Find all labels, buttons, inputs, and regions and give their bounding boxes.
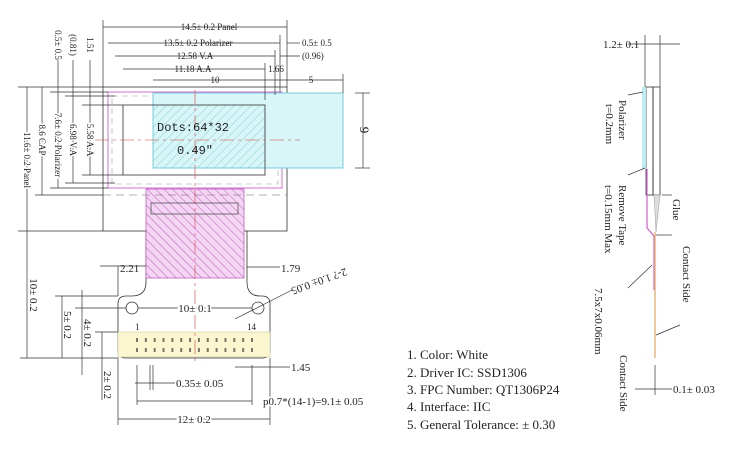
dim-right-0-96: (0.96): [302, 51, 324, 61]
label-remove-tape: Remove Tape: [616, 185, 628, 246]
contact-pin: [153, 348, 156, 352]
pin-label-1: 1: [135, 322, 140, 332]
label-tape-thickness: t=0.15mm Max: [602, 185, 614, 254]
contact-pin: [242, 348, 245, 352]
contact-pin: [153, 338, 156, 342]
contact-pin: [224, 338, 227, 342]
contact-pin: [242, 338, 245, 342]
dim-cap-height: 8.6 CAP: [37, 124, 47, 155]
contact-pin: [251, 348, 253, 352]
front-view: Dots:64*32 0.49" 14.5± 0.2 Panel 13.5± 0…: [18, 20, 372, 428]
contact-pin: [180, 338, 183, 342]
mounting-hole-right: [251, 301, 265, 315]
contact-pin: [136, 338, 138, 342]
dim-thickness: 1.2± 0.1: [603, 39, 639, 51]
pin-label-14: 14: [247, 322, 257, 332]
side-polarizer: [642, 87, 646, 169]
dim-2-0-2: 2± 0.2: [101, 371, 113, 399]
dim-pitch: p0.7*(14-1)=9.1± 0.05: [263, 396, 364, 408]
dim-1-66: 1.66: [268, 64, 284, 74]
mounting-hole-left: [125, 301, 139, 315]
dim-10: 10: [211, 75, 221, 85]
label-polarizer-thickness: t=0.2mm: [603, 104, 615, 145]
dim-panel-width: 14.5± 0.2 Panel: [181, 22, 238, 32]
label-polarizer: Polarizer: [616, 100, 628, 140]
fpc-outline: [117, 231, 271, 359]
dim-9: 9: [357, 127, 372, 134]
contact-pin: [215, 338, 218, 342]
contact-pin: [197, 338, 200, 342]
contact-pin: [171, 348, 174, 352]
dim-right-0-5: 0.5± 0.5: [302, 38, 332, 48]
label-contact-side-2: Contact Side: [617, 355, 629, 412]
dim-5-0-2: 5± 0.2: [61, 311, 73, 339]
notes: 1. Color: White 2. Driver IC: SSD1306 3.…: [407, 347, 560, 432]
fpc-bond-area: [150, 202, 239, 215]
contact-pin: [171, 338, 174, 342]
note-fpc-number: 3. FPC Number: QT1306P24: [407, 382, 560, 397]
dim-fpc-thickness: 0.1± 0.03: [673, 384, 715, 396]
contact-pin: [233, 338, 236, 342]
dim-1-45: 1.45: [291, 362, 311, 374]
contact-pin: [251, 338, 253, 342]
contact-area: [117, 331, 271, 358]
active-area-hatch: [153, 105, 265, 168]
dots-label: Dots:64*32: [157, 121, 229, 135]
note-interface: 4. Interface: IIC: [407, 399, 490, 414]
note-color: 1. Color: White: [407, 347, 488, 362]
dim-board-width: 12± 0.2: [177, 414, 211, 426]
note-driver: 2. Driver IC: SSD1306: [407, 365, 527, 380]
dim-pin-width: 0.35± 0.05: [176, 378, 224, 390]
contact-pin: [162, 338, 165, 342]
contact-pin: [180, 348, 183, 352]
left-dimension-lines: [18, 60, 123, 232]
dim-4-0-2: 4± 0.2: [81, 319, 93, 347]
contact-pin: [136, 348, 138, 352]
dim-tail-length: 10± 0.2: [27, 278, 39, 312]
label-contact-side-1: Contact Side: [680, 246, 692, 303]
fpc-side-pink: [646, 169, 655, 290]
size-label: 0.49": [177, 144, 213, 158]
dim-left-1-51: 1.51: [85, 37, 95, 53]
dim-polarizer-width: 13.5± 0.2 Polarizer: [164, 38, 233, 48]
glue: [653, 194, 661, 233]
glass-back: [652, 86, 661, 196]
label-glue: Glue: [670, 199, 682, 221]
dim-panel-height: 11.6± 0.2 Panel: [22, 132, 32, 189]
label-tape-size: 7.5x7x0.06mm: [592, 288, 604, 355]
contact-pin: [189, 348, 192, 352]
fpc-dimension-lines: [20, 231, 293, 425]
dim-5: 5: [309, 75, 314, 85]
contact-pin: [224, 348, 227, 352]
dim-polarizer-height: 7.6± 0.2 Polarizer: [53, 113, 63, 177]
dim-1-79: 1.79: [281, 263, 301, 275]
dim-va-height: 6.98 V.A: [68, 124, 78, 156]
dim-2-21: 2.21: [120, 263, 139, 275]
dim-va-width: 12.58 V.A: [177, 51, 214, 61]
contact-pin: [215, 348, 218, 352]
contact-pin: [189, 338, 192, 342]
dim-aa-height: 5.58 A.A: [85, 124, 95, 157]
side-view: 1.2± 0.1 Polarizer t=0.2mm Remove Tape t…: [592, 35, 715, 412]
contact-pin: [233, 348, 236, 352]
dim-left-0-5: 0.5± 0.5: [53, 30, 63, 60]
contact-pin: [144, 348, 147, 352]
contact-pin: [162, 348, 165, 352]
dim-aa-width: 11.18 A.A: [175, 64, 212, 74]
contact-pin: [144, 338, 147, 342]
dim-hole-pitch: 10± 0.1: [178, 303, 212, 315]
note-tolerance: 5. General Tolerance: ± 0.30: [407, 417, 555, 432]
contact-pins: [136, 338, 253, 352]
top-dimension-lines: [102, 20, 370, 169]
contact-pin: [197, 348, 200, 352]
contact-pin: [206, 348, 209, 352]
dim-left-0-81: (0.81): [68, 34, 78, 56]
contact-pin: [206, 338, 209, 342]
